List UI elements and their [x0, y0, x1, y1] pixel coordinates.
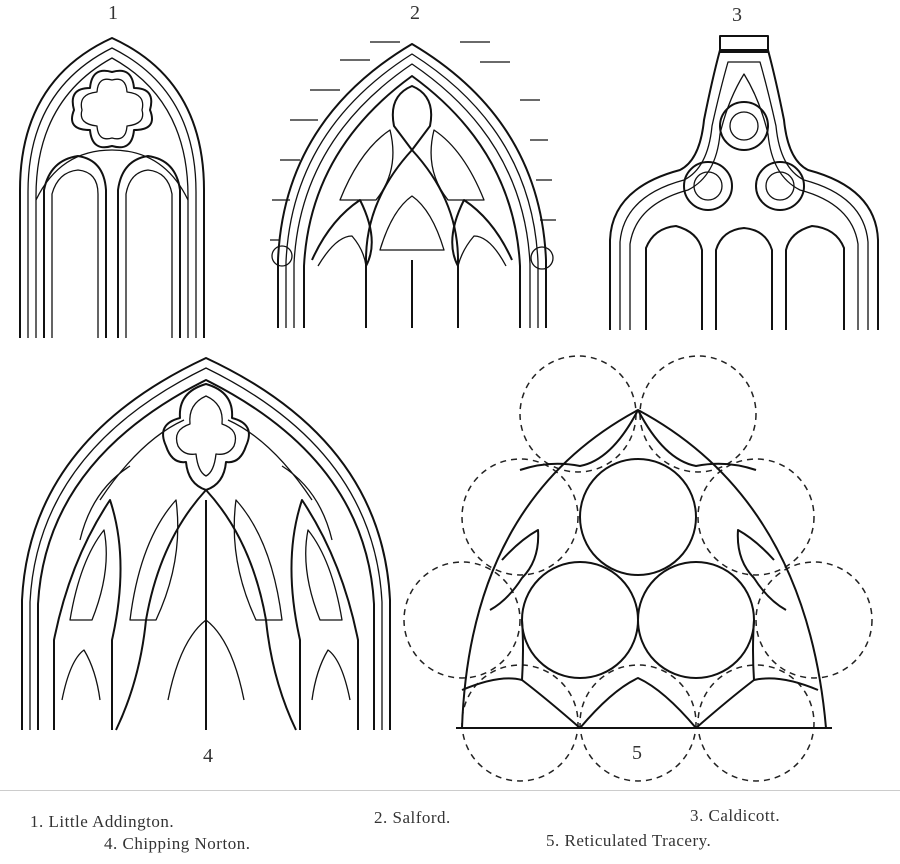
window-chipping-norton — [21, 357, 391, 731]
figure-number-3: 3 — [732, 4, 742, 26]
caption-caldicott: 3. Caldicott. — [690, 806, 781, 825]
figure-number-5: 5 — [632, 742, 642, 764]
tracery-drawings — [19, 35, 879, 782]
window-caldicott — [609, 35, 879, 330]
figure-number-2: 2 — [410, 2, 420, 24]
caption-little-addington: 1. Little Addington. — [30, 812, 175, 831]
reticulated-tracery-diagram — [403, 355, 873, 782]
figure-number-4: 4 — [203, 745, 213, 767]
caption-reticulated-tracery: 5. Reticulated Tracery. — [546, 831, 712, 850]
window-little-addington — [19, 37, 205, 338]
window-salford — [270, 41, 556, 328]
figure-number-1: 1 — [108, 2, 118, 24]
caption-chipping-norton: 4. Chipping Norton. — [104, 834, 251, 853]
caption-salford: 2. Salford. — [374, 808, 451, 827]
caption-divider — [0, 790, 900, 791]
